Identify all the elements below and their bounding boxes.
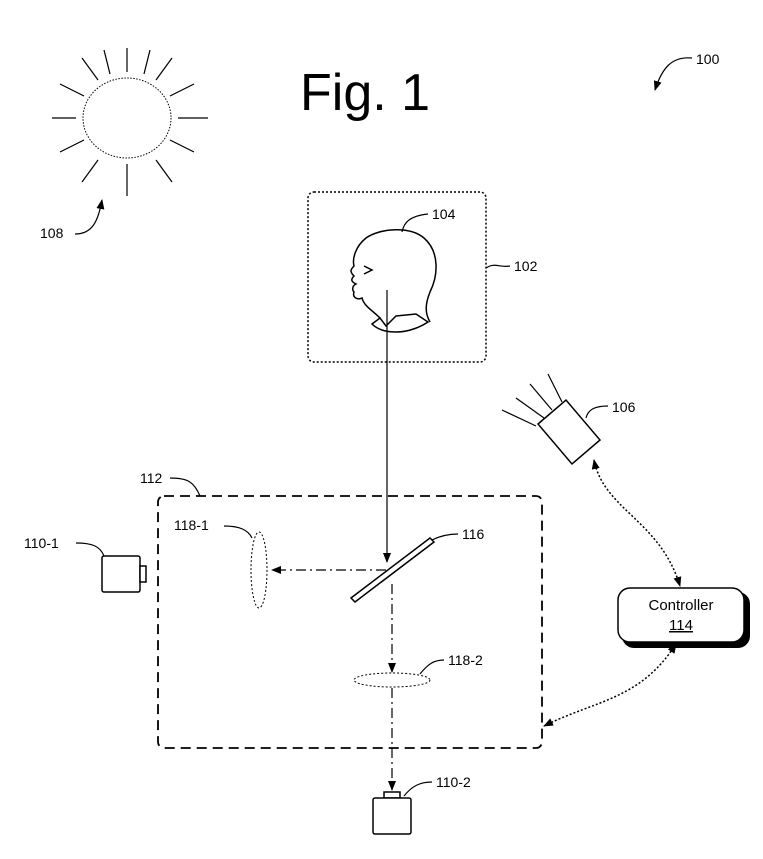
- enclosure-box: [157, 495, 543, 749]
- camera-1-ref-label: 110-1: [24, 535, 59, 551]
- lens-1-reference: 118-1: [174, 517, 253, 539]
- subject-area-leader: [485, 264, 511, 269]
- subject-ref-label: 104: [432, 206, 456, 222]
- system-leader-arrow: [653, 57, 693, 91]
- lens-1-leader: [223, 525, 253, 539]
- mirror-leader: [431, 533, 459, 541]
- figure-title: Fig. 1: [300, 64, 430, 122]
- camera-2-leader: [403, 781, 433, 797]
- lens-2: [353, 672, 431, 688]
- person-head-icon: [350, 229, 437, 333]
- subject-reference: 104: [401, 206, 456, 233]
- controller-label: Controller: [648, 597, 713, 614]
- light-source-leader: [585, 405, 609, 419]
- subject-area-box: [307, 191, 487, 363]
- system-reference: 100: [653, 51, 720, 91]
- subject-area-reference: 102: [485, 258, 538, 274]
- lens-1-ref-label: 118-1: [174, 517, 209, 533]
- lens-2-reference: 118-2: [419, 652, 483, 675]
- sun-reference: 108: [40, 199, 105, 241]
- camera-2-reference: 110-2: [403, 774, 471, 797]
- sun-icon: [52, 48, 208, 196]
- light-source-reference: 106: [585, 399, 636, 419]
- light-source-icon: [501, 373, 602, 466]
- camera-1-reference: 110-1: [24, 535, 105, 557]
- lens-2-ref-label: 118-2: [448, 652, 483, 668]
- camera-1-icon: [101, 555, 147, 593]
- system-ref-label: 100: [696, 51, 720, 67]
- camera-1-leader: [75, 542, 105, 557]
- light-source-ref-label: 106: [612, 399, 636, 415]
- camera-2-ref-label: 110-2: [436, 774, 471, 790]
- light-controller-link: [591, 459, 682, 587]
- sun-ref-label: 108: [40, 225, 64, 241]
- mirror-reference: 116: [431, 526, 485, 542]
- enclosure-leader: [169, 477, 201, 497]
- sun-leader-arrow: [74, 199, 105, 235]
- beam-splitter-mirror: [349, 537, 436, 603]
- controller-ref-label: 114: [669, 617, 693, 634]
- subject-leader: [401, 213, 429, 233]
- lens-2-leader: [419, 659, 445, 675]
- enclosure-reference: 112: [140, 470, 201, 497]
- mirror-ref-label: 116: [462, 526, 485, 542]
- camera-2-icon: [372, 791, 412, 835]
- lens-1: [250, 531, 268, 609]
- controller-box: Controller 114: [617, 587, 750, 648]
- enclosure-ref-label: 112: [140, 470, 163, 486]
- subject-area-ref-label: 102: [514, 258, 538, 274]
- enclosure-controller-link: [543, 643, 677, 727]
